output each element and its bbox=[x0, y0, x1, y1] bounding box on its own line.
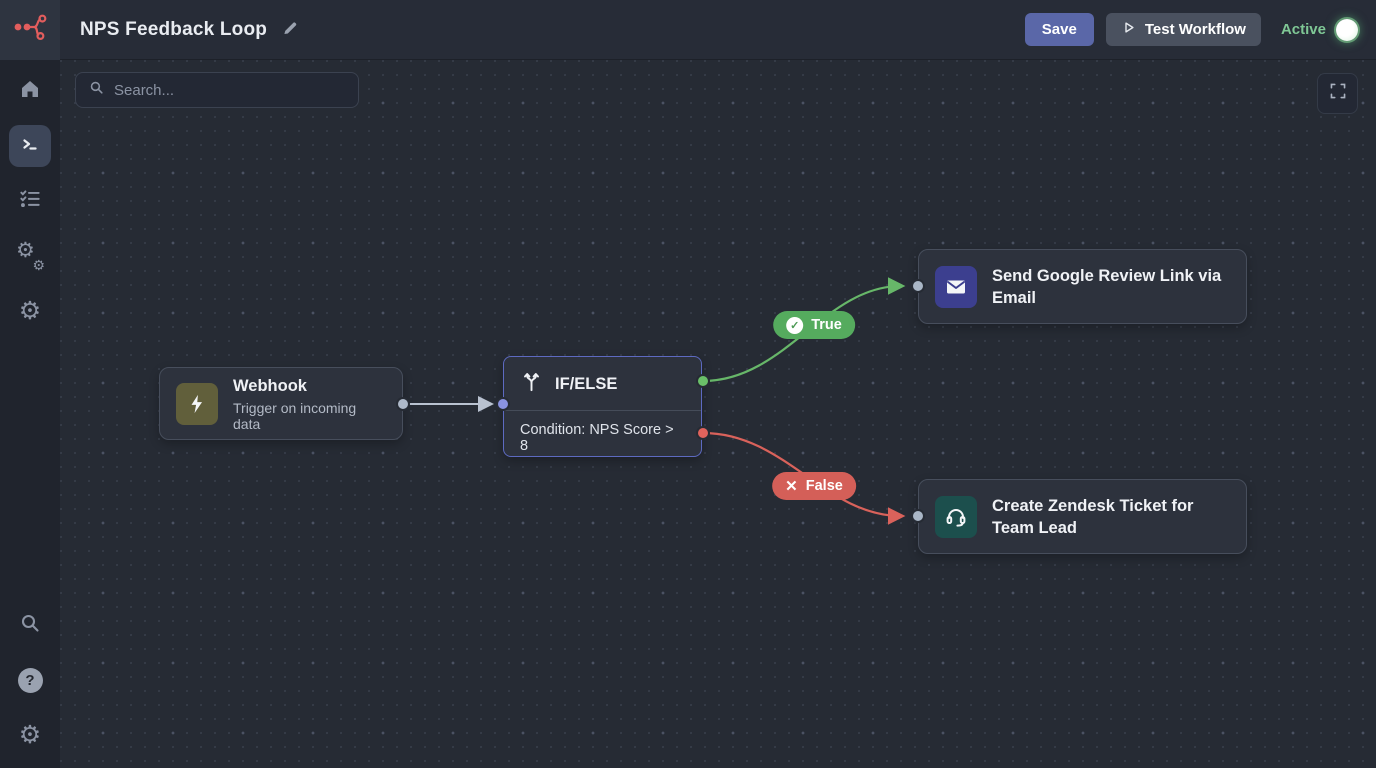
sidebar-item-executions[interactable] bbox=[9, 180, 51, 222]
node-title: Create Zendesk Ticket for Team Lead bbox=[992, 496, 1194, 537]
save-button[interactable]: Save bbox=[1024, 13, 1094, 46]
sidebar-item-search[interactable] bbox=[9, 604, 51, 646]
lightning-icon bbox=[176, 382, 218, 425]
node-webhook[interactable]: Webhook Trigger on incoming data bbox=[159, 367, 403, 440]
port-true-output[interactable] bbox=[696, 374, 710, 388]
sidebar-item-home[interactable] bbox=[9, 70, 51, 112]
check-icon: ✓ bbox=[786, 316, 804, 334]
search-icon bbox=[18, 611, 42, 640]
active-toggle[interactable] bbox=[1336, 18, 1358, 41]
port-email-input[interactable] bbox=[911, 279, 925, 293]
gear-icon: ⚙ bbox=[18, 296, 42, 325]
node-send-email[interactable]: Send Google Review Link via Email bbox=[918, 249, 1247, 324]
true-branch-badge: ✓ True bbox=[773, 311, 855, 339]
workflow-title: NPS Feedback Loop bbox=[80, 18, 268, 40]
sidebar-item-workflows[interactable] bbox=[9, 125, 51, 167]
pencil-icon bbox=[281, 19, 298, 41]
condition-text: Condition: NPS Score > 8 bbox=[504, 410, 701, 465]
node-title: Webhook bbox=[233, 377, 307, 395]
home-icon bbox=[18, 77, 42, 106]
workflow-canvas[interactable]: Webhook Trigger on incoming data IF/ELSE… bbox=[60, 60, 1376, 768]
node-create-zendesk-ticket[interactable]: Create Zendesk Ticket for Team Lead bbox=[918, 479, 1247, 554]
left-sidebar: ⚙⚙ ⚙ ? ⚙ bbox=[0, 60, 60, 768]
fit-view-button[interactable] bbox=[1317, 73, 1358, 114]
node-ifelse[interactable]: IF/ELSE Condition: NPS Score > 8 bbox=[503, 356, 702, 457]
edit-title-button[interactable] bbox=[281, 19, 298, 41]
help-icon: ? bbox=[17, 667, 43, 693]
sidebar-item-config[interactable]: ⚙ bbox=[9, 290, 51, 332]
test-workflow-label: Test Workflow bbox=[1144, 21, 1246, 38]
top-bar: NPS Feedback Loop Save Test Workflow Act… bbox=[0, 0, 1376, 60]
sidebar-item-services[interactable]: ⚙⚙ bbox=[9, 235, 51, 277]
headset-icon bbox=[935, 495, 977, 538]
false-branch-label: False bbox=[805, 478, 843, 494]
true-branch-label: True bbox=[811, 317, 842, 333]
active-status-label: Active bbox=[1280, 21, 1326, 38]
workflow-graph-icon bbox=[12, 11, 48, 48]
port-false-output[interactable] bbox=[696, 426, 710, 440]
port-ifelse-input[interactable] bbox=[496, 397, 510, 411]
gear-icon: ⚙ bbox=[18, 720, 42, 749]
sidebar-item-settings[interactable]: ⚙ bbox=[9, 714, 51, 756]
search-icon bbox=[88, 79, 105, 101]
node-title: IF/ELSE bbox=[555, 375, 618, 393]
node-title: Send Google Review Link via Email bbox=[992, 266, 1222, 307]
node-subtitle: Trigger on incoming data bbox=[233, 400, 357, 432]
branch-icon bbox=[520, 370, 543, 398]
fit-view-icon bbox=[1329, 82, 1347, 105]
test-workflow-button[interactable]: Test Workflow bbox=[1105, 13, 1261, 46]
checklist-icon bbox=[17, 186, 43, 217]
app-logo[interactable] bbox=[0, 0, 60, 60]
false-branch-badge: ✕ False bbox=[772, 472, 856, 500]
terminal-icon bbox=[18, 132, 42, 161]
envelope-icon bbox=[935, 265, 977, 308]
canvas-search bbox=[75, 72, 359, 108]
port-webhook-output[interactable] bbox=[396, 397, 410, 411]
sidebar-item-help[interactable]: ? bbox=[9, 659, 51, 701]
services-gears-icon: ⚙⚙ bbox=[16, 239, 45, 273]
port-zendesk-input[interactable] bbox=[911, 509, 925, 523]
search-input[interactable] bbox=[114, 81, 346, 99]
x-icon: ✕ bbox=[785, 478, 798, 495]
header-actions: Save Test Workflow Active bbox=[1024, 13, 1376, 46]
play-icon bbox=[1121, 20, 1136, 39]
